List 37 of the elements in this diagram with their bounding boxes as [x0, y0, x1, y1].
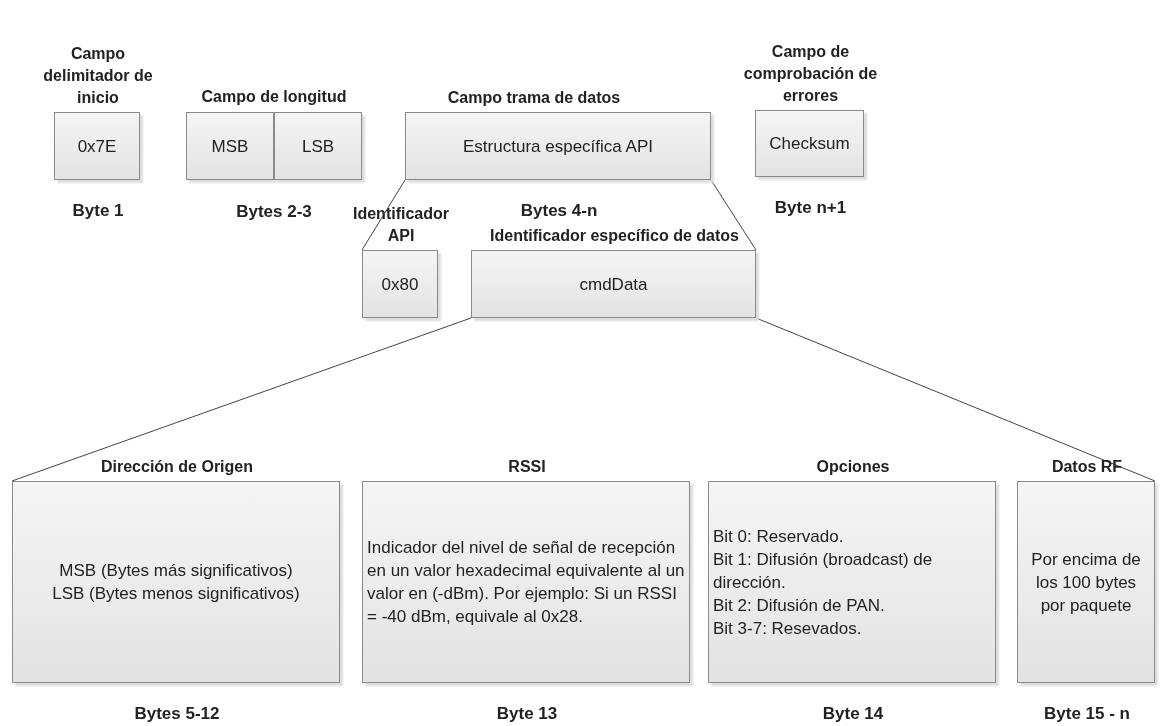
expansion-line [755, 317, 1156, 482]
expansion-line [361, 179, 406, 251]
field-box [186, 112, 274, 180]
field-text: MSB [210, 135, 250, 158]
field-heading: Campo delimitador de inicio [42, 44, 154, 108]
field-text: Estructura específica API [462, 135, 654, 158]
byte-label: Byte 1 [71, 201, 125, 221]
field-text: Bit 0: Reservado. [713, 525, 845, 548]
field-text: MSB (Bytes más significativos) [58, 560, 294, 582]
field-heading: Campo de comprobación de errores [742, 42, 879, 106]
expansion-line [710, 179, 757, 251]
field-heading: Opciones [815, 457, 891, 477]
expansion-line [11, 317, 472, 482]
field-heading: Identificador API [352, 204, 450, 246]
field-text: Por encima de los 100 bytes por paquete [1030, 548, 1142, 617]
field-text: 0x7E [76, 135, 118, 158]
field-text: Bit 3-7: Resevados. [713, 617, 863, 640]
byte-label: Bytes 5-12 [133, 704, 221, 724]
field-text: cmdData [578, 273, 649, 296]
byte-label: Byte 14 [821, 704, 885, 724]
field-text: Bit 1: Difusión (broadcast) de dirección. [713, 548, 934, 594]
field-heading: RSSI [507, 457, 547, 477]
byte-label: Byte n+1 [773, 198, 848, 218]
field-text: Bit 2: Difusión de PAN. [713, 594, 886, 617]
field-heading: Datos RF [1050, 457, 1124, 477]
field-heading: Dirección de Origen [99, 457, 254, 477]
field-text: LSB (Bytes menos significativos) [51, 583, 301, 605]
field-heading: Campo trama de datos [446, 88, 622, 108]
field-box [274, 112, 362, 180]
field-text: Checksum [768, 133, 851, 155]
byte-label: Byte 13 [495, 704, 559, 724]
field-heading: Identificador específico de datos [489, 226, 740, 246]
field-text: LSB [300, 135, 336, 158]
field-text: Indicador del nivel de señal de recepción en un valor hexadecimal equivalente al un valor en (-dBm). Por ejemplo: Si un RSSI = -40 dBm, equivale al 0x28. [367, 537, 685, 628]
field-text: 0x80 [380, 273, 420, 296]
byte-label: Byte 15 - n [1043, 704, 1131, 724]
field-heading: Campo de longitud [200, 87, 348, 107]
